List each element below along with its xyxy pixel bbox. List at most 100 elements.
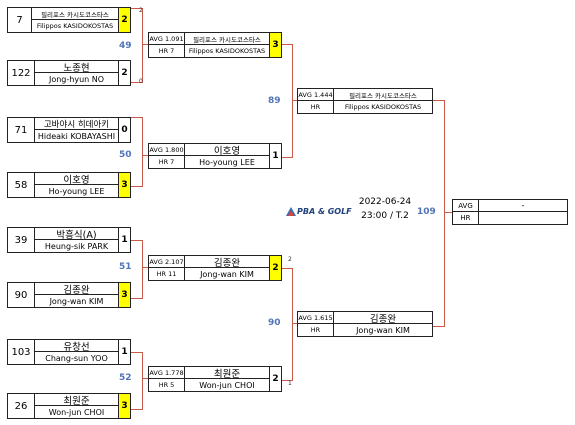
player-name-kr: 최원준: [185, 367, 269, 379]
avg-label-text: AVG: [149, 257, 163, 266]
pba-golf-logo: PBA & GOLF: [286, 204, 356, 218]
seed-number: 122: [8, 61, 35, 85]
match-score: 2: [269, 367, 281, 391]
player-name-kr: 노종현: [35, 61, 118, 73]
player-name-kr: 이호영: [35, 173, 118, 185]
player-card: 71 고바야시 히데아키 Hideaki KOBAYASHI 0: [7, 117, 131, 143]
player-card: 103 유창선 Chang-sun YOO 1: [7, 339, 131, 365]
player-name-kr: 이호영: [185, 144, 269, 156]
player-name-en: Ho-young LEE: [48, 186, 105, 196]
match-score: 3: [118, 394, 130, 418]
bracket-connector: [142, 155, 148, 156]
player-name-en: Jong-wan KIM: [49, 296, 104, 306]
hr-label: HR 7: [149, 45, 185, 57]
logo-mark-icon: [286, 206, 296, 216]
bracket-connector: [130, 8, 143, 83]
bracket-connector: [142, 267, 148, 268]
match-number: 90: [268, 318, 281, 328]
avg-value: 1.091: [164, 34, 184, 43]
hr-label: HR: [298, 324, 334, 336]
player-name-en: Chang-sun YOO: [45, 353, 108, 363]
bracket-connector: [130, 352, 143, 410]
player-name-en: Won-jun CHOI: [48, 407, 105, 417]
match-score: 2: [269, 256, 281, 280]
player-name-kr: 김종완: [35, 283, 118, 295]
hr-label: HR: [298, 101, 334, 113]
winner-name-en: [479, 212, 567, 224]
player-card: 26 최원준 Won-jun CHOI 3: [7, 393, 131, 419]
match-number: 89: [268, 96, 281, 106]
player-name-en: Jong-wan KIM: [356, 325, 410, 335]
match-score: 2: [118, 8, 130, 32]
player-name-en: Won-jun CHOI: [199, 380, 255, 390]
avg-label: AVG: [453, 200, 479, 212]
player-name-en: Ho-young LEE: [199, 157, 255, 167]
seed-number: 71: [8, 118, 35, 142]
player-card: 39 박흥식(A) Heung-sik PARK 1: [7, 227, 131, 253]
player-name-en: Jong-wan KIM: [200, 269, 254, 279]
player-name-kr: 필리포스 카시도코스타스: [334, 89, 432, 101]
match-card: AVG 1.615 HR 김종완 Jong-wan KIM: [297, 311, 433, 337]
seed-number: 7: [8, 8, 32, 32]
bracket-connector: [142, 44, 148, 45]
logo-text: PBA & GOLF: [297, 206, 352, 216]
match-score: 1: [269, 144, 281, 168]
bracket-connector: [142, 378, 148, 379]
hr-value: 7: [170, 158, 175, 166]
match-score: 0: [118, 118, 130, 142]
match-number: 51: [119, 262, 132, 272]
avg-value: 1.778: [164, 368, 184, 377]
match-number: 50: [119, 150, 132, 160]
seed-number: 103: [8, 340, 35, 364]
avg-label-text: AVG: [149, 34, 163, 43]
player-name-en: Hideaki KOBAYASHI: [37, 131, 116, 141]
hr-label: HR 7: [149, 156, 185, 168]
hr-label-text: HR: [158, 158, 169, 166]
bracket-connector: [444, 212, 452, 213]
hr-label-text: HR: [158, 47, 169, 55]
match-score: 3: [118, 283, 130, 307]
bracket-connector: [281, 44, 293, 158]
seed-number: 90: [8, 283, 35, 307]
avg-value: 2.107: [164, 257, 184, 266]
avg-label: AVG 2.107: [149, 256, 185, 268]
avg-label-text: AVG: [149, 145, 163, 154]
hr-value: 7: [170, 47, 175, 55]
bracket-connector: [432, 100, 445, 327]
player-name-en: Heung-sik PARK: [44, 241, 109, 251]
hr-label: HR 5: [149, 379, 185, 391]
bracket-connector: [292, 323, 297, 324]
match-score: 1: [118, 340, 130, 364]
bracket-connector: [130, 117, 143, 187]
match-number: 49: [119, 41, 132, 51]
match-score: 1: [118, 228, 130, 252]
match-card: AVG 1.091 HR 7 필리포스 카시도코스타스 Filippos KAS…: [148, 32, 282, 58]
final-card: AVG HR -: [452, 199, 568, 225]
player-card: 90 김종완 Jong-wan KIM 3: [7, 282, 131, 308]
seed-number: 26: [8, 394, 35, 418]
match-score: 3: [118, 173, 130, 197]
match-date: 2022-06-24: [358, 197, 412, 207]
avg-value: 1.444: [313, 90, 333, 99]
hr-label-text: HR: [156, 270, 167, 278]
winner-name: -: [479, 200, 567, 212]
avg-label-text: AVG: [298, 313, 312, 322]
set-score: 2: [139, 7, 143, 14]
avg-label-text: AVG: [298, 90, 312, 99]
set-score: 2: [288, 256, 292, 263]
match-score: 3: [269, 33, 281, 57]
hr-label-text: HR: [158, 381, 169, 389]
avg-label: AVG 1.615: [298, 312, 334, 324]
player-name-kr: 김종완: [185, 256, 269, 268]
match-number: 109: [417, 207, 436, 217]
hr-value: 11: [168, 270, 177, 278]
player-name-kr: 박흥식(A): [35, 228, 118, 240]
bracket-connector: [292, 100, 297, 101]
player-name-en: Filippos KASIDOKOSTAS: [36, 22, 114, 30]
avg-value: 1.800: [164, 145, 184, 154]
player-name-kr: 고바야시 히데아키: [35, 118, 118, 130]
match-number: 52: [119, 373, 132, 383]
avg-label-text: AVG: [149, 368, 163, 377]
player-name-kr: 필리포스 카시도코스타스: [32, 8, 118, 20]
avg-label: AVG 1.444: [298, 89, 334, 101]
